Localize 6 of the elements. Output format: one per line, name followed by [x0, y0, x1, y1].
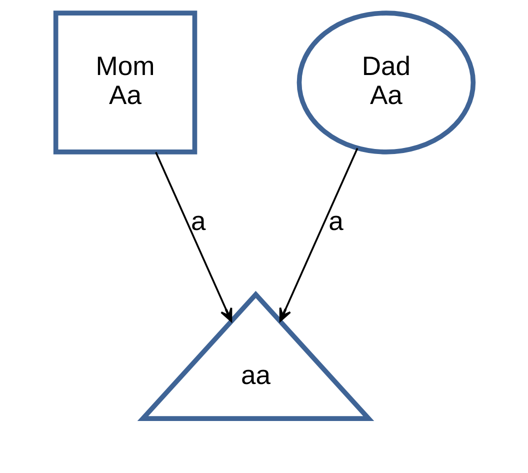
node-box: Mom Aa	[52, 10, 197, 154]
edge-label: a	[190, 206, 206, 236]
edge-label: a	[328, 206, 343, 236]
arrow	[154, 152, 232, 322]
node-ellipse: Dad Aa	[296, 10, 476, 154]
arrow	[278, 148, 358, 322]
